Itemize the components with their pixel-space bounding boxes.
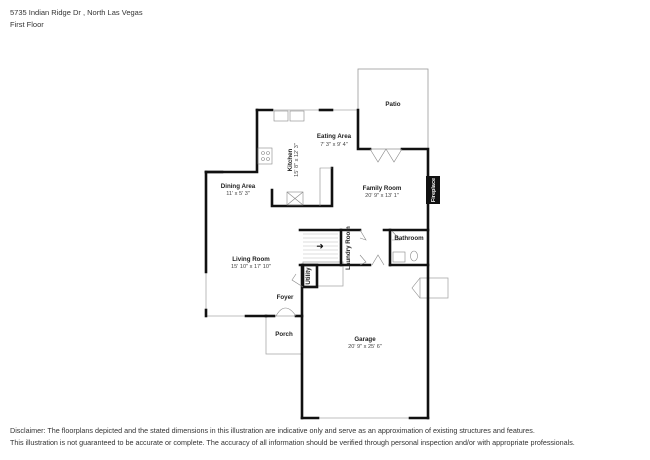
room-dimensions: 20' 9" x 25' 6": [348, 344, 382, 350]
room-dimensions: 15' 8" x 12' 3": [294, 143, 300, 177]
room-label: Garage: [354, 336, 376, 343]
property-address: 5735 Indian Ridge Dr , North Las Vegas: [10, 8, 143, 17]
room-label: Porch: [275, 331, 293, 338]
room-label: Eating Area: [317, 133, 352, 140]
room-label: Living Room: [232, 256, 270, 263]
room-label: Family Room: [363, 185, 402, 192]
room-label: Kitchen: [287, 148, 294, 171]
room-label: Utility: [305, 267, 312, 285]
disclaimer-line-2: This illustration is not guaranteed to b…: [10, 438, 575, 447]
room-dimensions: 11' x 5' 3": [226, 191, 250, 197]
floor-label: First Floor: [10, 20, 44, 29]
room-dimensions: 15' 10" x 17' 10": [231, 264, 271, 270]
room-label: Foyer: [277, 294, 294, 301]
patio-outline: [357, 68, 429, 150]
fireplace: [426, 176, 440, 204]
stairs-arrow-icon: ➜: [316, 241, 324, 251]
svg-text:Fireplace: Fireplace: [431, 178, 437, 202]
room-label: Laundry Room: [345, 226, 352, 270]
room-label: Bathroom: [394, 235, 424, 242]
room-label: Patio: [385, 101, 400, 108]
room-label: Dining Area: [221, 183, 256, 190]
room-dimensions: 20' 9" x 13' 1": [365, 193, 399, 199]
room-dimensions: 7' 3" x 9' 4": [320, 142, 348, 148]
disclaimer-line-1: Disclaimer: The floorplans depicted and …: [10, 426, 535, 435]
